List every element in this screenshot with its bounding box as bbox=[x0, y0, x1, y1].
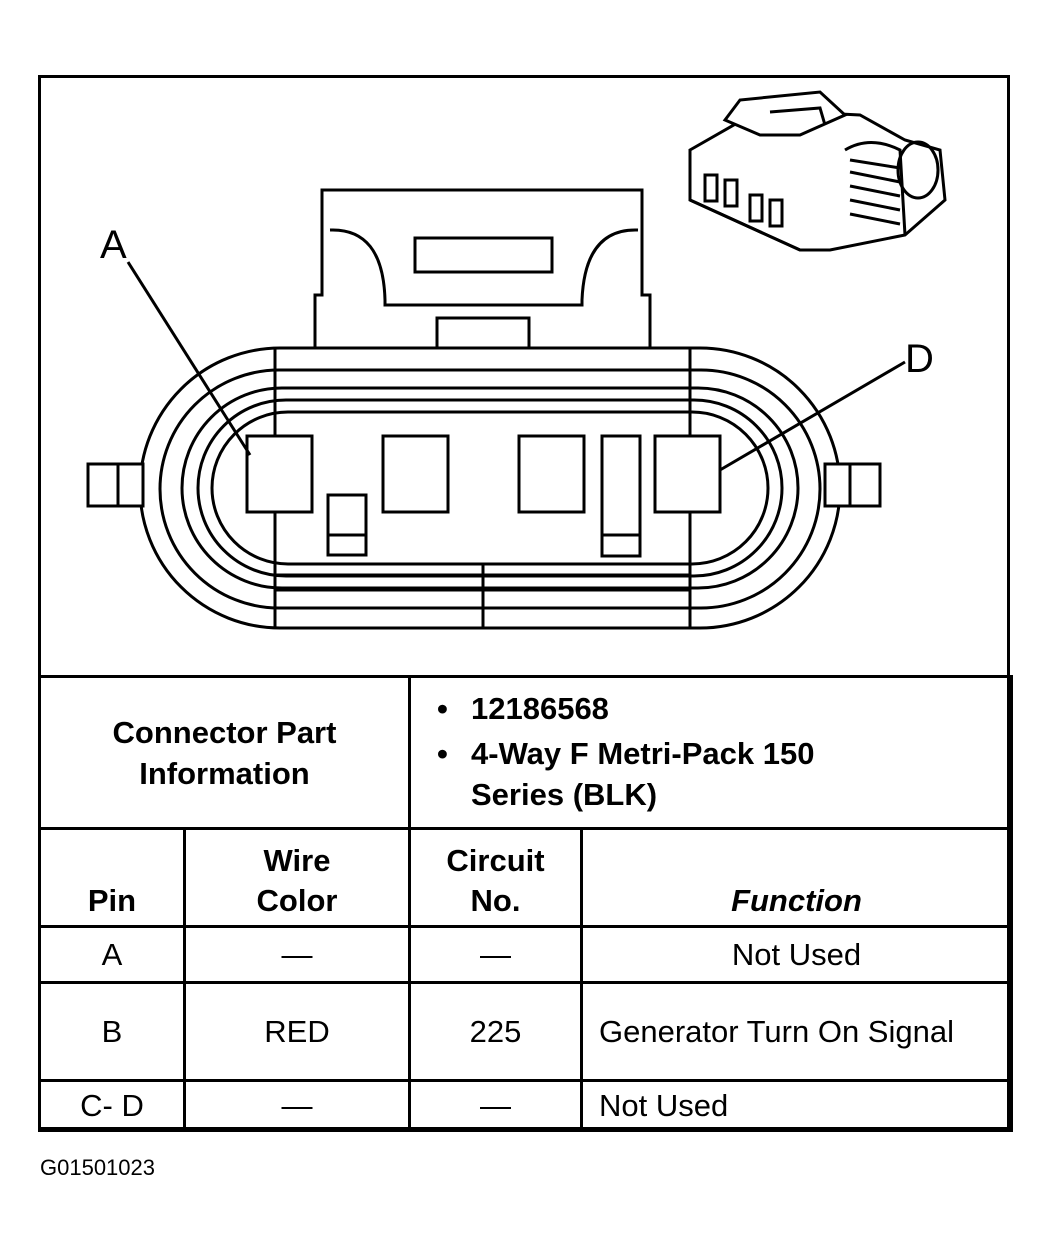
connector-info-label: Connector Part Information bbox=[112, 714, 337, 791]
circuit-cell: — bbox=[408, 1079, 583, 1132]
function-cell: Generator Turn On Signal bbox=[580, 981, 1013, 1082]
connector-face-diagram: A D bbox=[86, 90, 947, 630]
pin-cell: B bbox=[38, 981, 186, 1082]
pin-cell: A bbox=[38, 925, 186, 984]
callout-label-d: D bbox=[905, 337, 934, 381]
part-number: 12186568 bbox=[437, 688, 1010, 729]
cavity-c bbox=[517, 434, 586, 514]
callout-label-a: A bbox=[100, 223, 127, 267]
circuit-cell: — bbox=[408, 925, 583, 984]
connector-body bbox=[138, 346, 842, 630]
table-row: A — — Not Used bbox=[38, 925, 1013, 984]
connector-type: 4-Way F Metri-Pack 150 Series (BLK) bbox=[437, 733, 831, 815]
function-cell: Not Used bbox=[580, 925, 1013, 984]
callout-line-a bbox=[126, 261, 252, 456]
left-mounting-tab bbox=[86, 462, 145, 508]
connector-thumbnail bbox=[688, 90, 947, 252]
pin-assignment-table: Pin Wire Color Circuit No. Function A — … bbox=[38, 827, 1013, 1132]
callout-line-d bbox=[719, 360, 906, 472]
header-circuit: Circuit No. bbox=[408, 827, 583, 928]
table-row: B RED 225 Generator Turn On Signal bbox=[38, 981, 1013, 1082]
right-mounting-tab bbox=[823, 462, 882, 508]
wire-color-cell: — bbox=[183, 1079, 411, 1132]
connector-info-list: 12186568 4-Way F Metri-Pack 150 Series (… bbox=[411, 678, 1010, 827]
header-pin: Pin bbox=[38, 827, 186, 928]
wire-color-cell: RED bbox=[183, 981, 411, 1082]
terminal-cavities bbox=[245, 434, 722, 558]
pin-cell: C- D bbox=[38, 1079, 186, 1132]
connector-info-values-cell: 12186568 4-Way F Metri-Pack 150 Series (… bbox=[408, 675, 1013, 830]
header-wire-color: Wire Color bbox=[183, 827, 411, 928]
cavity-b bbox=[381, 434, 450, 514]
function-cell: Not Used bbox=[580, 1079, 1013, 1132]
cavity-a bbox=[245, 434, 314, 514]
circuit-cell: 225 bbox=[408, 981, 583, 1082]
connector-latch bbox=[313, 188, 652, 350]
wire-color-cell: — bbox=[183, 925, 411, 984]
cavity-d bbox=[653, 434, 722, 514]
connector-info-table: Connector Part Information 12186568 4-Wa… bbox=[38, 675, 1013, 830]
connector-info-label-cell: Connector Part Information bbox=[38, 675, 411, 830]
figure-id: G01501023 bbox=[40, 1155, 155, 1180]
table-row: C- D — — Not Used bbox=[38, 1079, 1013, 1132]
header-function: Function bbox=[580, 827, 1013, 928]
